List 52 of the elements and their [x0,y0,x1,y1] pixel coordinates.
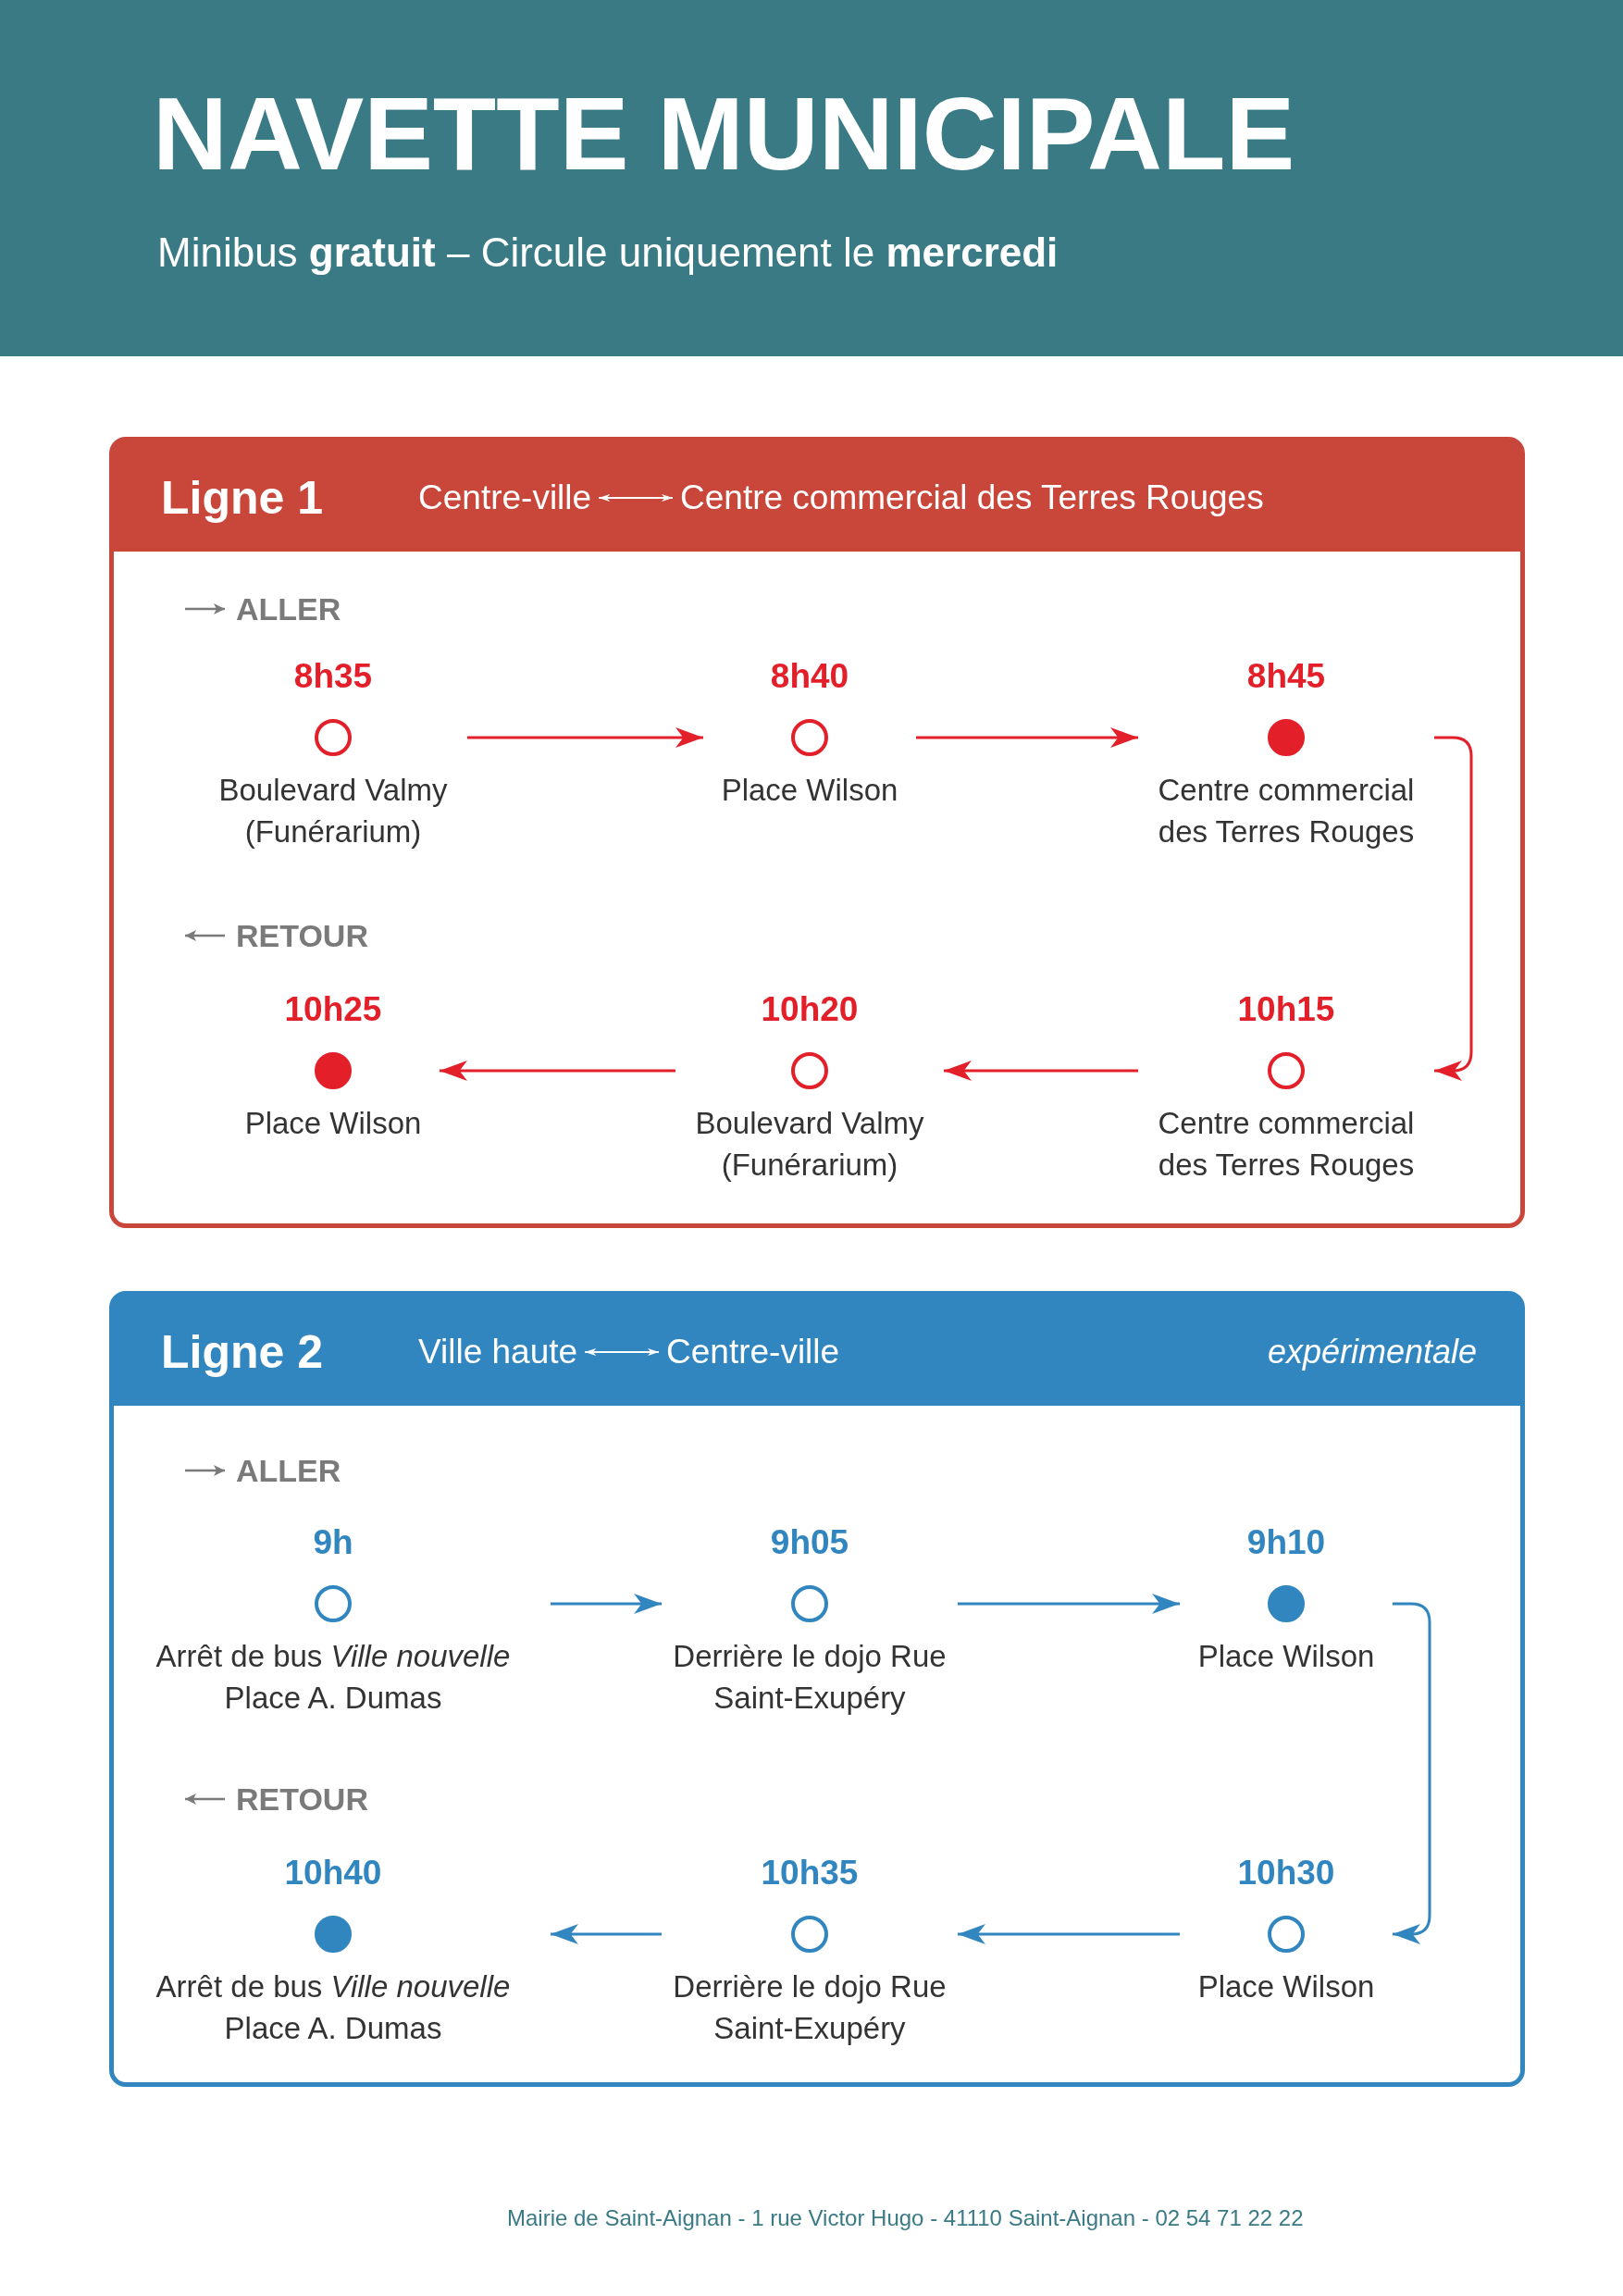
stop-name: Arrêt de bus Ville nouvelle Place A. Dumas [155,1638,512,1717]
arrow [440,1061,675,1081]
departure-time: 8h45 [1246,656,1326,697]
arrow [551,1594,662,1614]
departure-time: 9h05 [770,1522,849,1563]
departure-time: 8h40 [770,656,849,697]
departure-time: 10h35 [761,1853,859,1893]
arrow [1393,1602,1431,1944]
departure-time: 8h35 [293,656,373,697]
line-note: expérimentale [1267,1332,1477,1372]
section-label: ALLER [236,590,341,628]
title: NAVETTE MUNICIPALE [153,75,1295,193]
section-label: RETOUR [236,1781,368,1818]
stop-name: Boulevard Valmy (Funérarium) [217,772,449,850]
stop-name: Boulevard Valmy (Funérarium) [694,1105,925,1184]
stop-name: Centre commercial des Terres Rouges [1157,1105,1416,1184]
arrow [1434,736,1473,1081]
departure-time: 10h15 [1237,989,1335,1030]
subtitle: Minibus gratuit – Circule uniquement le mercredi [157,229,1059,277]
arrow [598,494,674,502]
stop-name: Centre commercial des Terres Rouges [1157,772,1416,850]
departure-time: 10h20 [761,989,859,1030]
line-panel [109,437,1525,1228]
stop-name: Derrière le dojo Rue Saint-Exupéry [672,1968,948,2047]
stop-name: Derrière le dojo Rue Saint-Exupéry [672,1638,948,1717]
arrow [944,1061,1138,1081]
section-label: ALLER [236,1452,341,1490]
departure-time: 9h10 [1246,1522,1326,1563]
arrow [584,1348,660,1356]
departure-time: 10h40 [284,1853,382,1893]
arrow [958,1594,1180,1614]
departure-time: 10h30 [1237,1853,1335,1893]
departure-time: 10h25 [284,989,382,1030]
line-panel [109,1291,1525,2087]
arrow [551,1924,662,1944]
arrow [916,727,1138,748]
terminus-name: Centre commercial des Terres Rouges [673,476,1271,520]
stop-name: Place Wilson [1197,1638,1375,1675]
stop-name: Place Wilson [244,1105,422,1142]
departure-time: 9h [313,1522,353,1563]
terminus-name: Centre-ville [411,476,600,520]
line-title: Ligne 2 [161,1325,324,1380]
arrow [958,1924,1180,1944]
stop-name: Place Wilson [721,772,898,809]
arrow [467,727,703,748]
stop-name: Place Wilson [1197,1968,1375,2005]
line-title: Ligne 1 [161,471,324,526]
footer-text: Mairie de Saint-Aignan - 1 rue Victor Hugo - 41110 Saint-Aignan - 02 54 71 22 22 [507,2204,1304,2232]
terminus-name: Ville haute [411,1330,586,1374]
terminus-name: Centre-ville [659,1330,848,1374]
stop-name: Arrêt de bus Ville nouvelle Place A. Dumas [155,1968,512,2047]
section-label: RETOUR [236,917,368,955]
